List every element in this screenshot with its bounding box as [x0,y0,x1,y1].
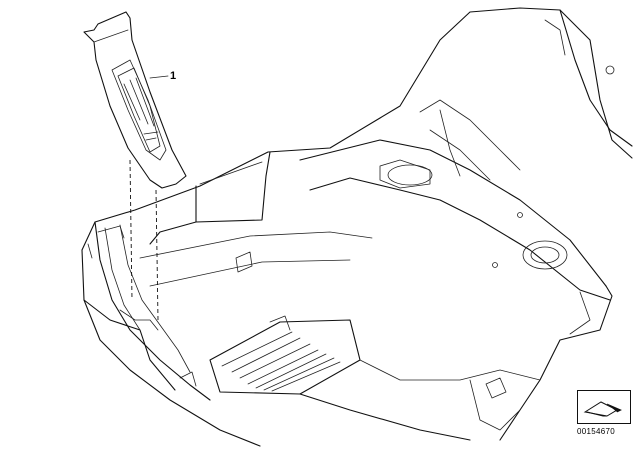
catalog-arrow-logo-icon [577,390,631,424]
installation-guide-line [155,189,159,321]
door-entry-sill-strip-icon [83,11,187,189]
callout-leader-line [149,75,169,79]
diagram-id: 00154670 [577,427,615,436]
installation-guide-line [129,159,133,301]
callout-number-1: 1 [170,70,177,82]
vehicle-floor-assembly-icon [81,7,633,447]
